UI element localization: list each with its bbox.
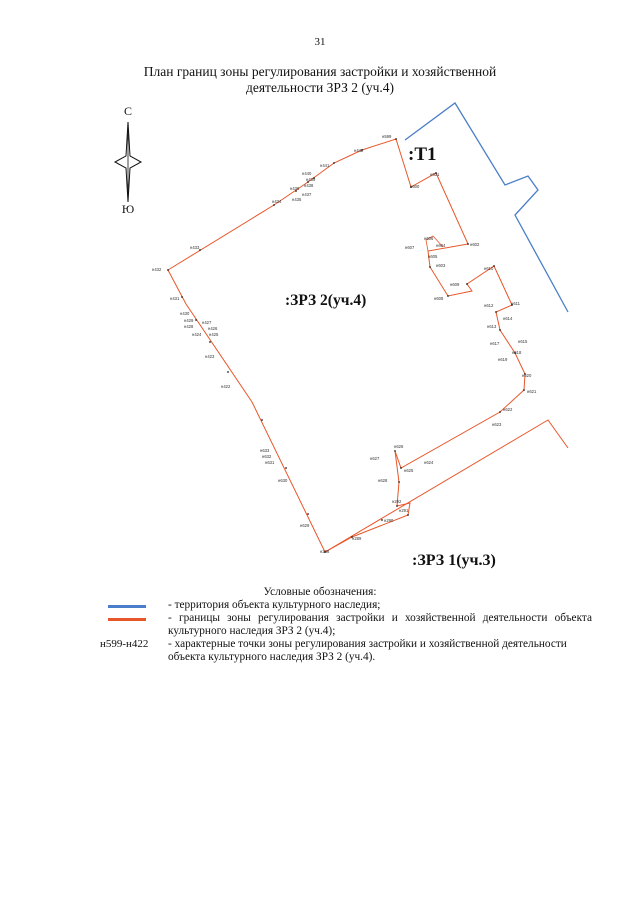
point-label: н617 xyxy=(490,341,500,346)
point-label: н599 xyxy=(382,134,392,139)
compass-south-label: Ю xyxy=(121,202,135,216)
point-label: н603 xyxy=(436,263,446,268)
point-label: н289 xyxy=(352,536,362,541)
point-label: н437 xyxy=(302,192,312,197)
legend-heritage-line-swatch xyxy=(108,605,146,608)
inner-boundary-spur xyxy=(425,235,444,252)
point-label: н615 xyxy=(518,339,528,344)
legend-title: Условные обозначения: xyxy=(263,586,377,598)
point-label: н442 xyxy=(354,148,364,153)
point-label: н600 xyxy=(410,184,420,189)
point-label: н608 xyxy=(434,296,444,301)
point-label: н622 xyxy=(503,407,513,412)
point-label: н606 xyxy=(424,236,434,241)
point-label: н439 xyxy=(306,177,316,182)
point-label: н633 xyxy=(260,448,270,453)
point-label: н292 xyxy=(392,499,402,504)
zrz1-boundary-line xyxy=(324,419,569,553)
point-label: н428 xyxy=(184,324,194,329)
legend-points-text: - характерные точки зоны регулирования з… xyxy=(168,638,567,663)
point-label: н435 xyxy=(292,197,302,202)
point-label: н291 xyxy=(399,508,409,513)
point-label: н602 xyxy=(470,242,480,247)
point-label: н621 xyxy=(527,389,537,394)
point-label: н629 xyxy=(300,523,310,528)
point-label: н436 xyxy=(290,186,300,191)
point-label: н431 xyxy=(170,296,180,301)
point-label: н620 xyxy=(522,373,532,378)
point-label: н626 xyxy=(394,444,404,449)
point-label: н628 xyxy=(378,478,388,483)
title-line-1: План границ зоны регулирования застройки… xyxy=(143,64,497,79)
legend-boundary-line-swatch xyxy=(108,618,146,621)
zone-label-zrz1: :ЗРЗ 1(уч.3) xyxy=(412,552,496,569)
point-label: н429 xyxy=(184,318,194,323)
point-label: н288 xyxy=(320,549,330,554)
point-label: н440 xyxy=(302,171,312,176)
point-label: н434 xyxy=(272,199,282,204)
point-label: н422 xyxy=(221,384,231,389)
point-label: н631 xyxy=(265,460,275,465)
point-label: н610 xyxy=(484,266,494,271)
point-label: н624 xyxy=(424,460,434,465)
heritage-boundary-line xyxy=(404,102,569,313)
legend-heritage-text: - территория объекта культурного наследи… xyxy=(168,599,381,611)
point-label: н425 xyxy=(209,332,219,337)
compass-north-label: С xyxy=(123,104,132,118)
point-label: н432 xyxy=(152,267,162,272)
point-label: н607 xyxy=(405,245,415,250)
point-label: н618 xyxy=(512,350,522,355)
point-label: н611 xyxy=(511,301,521,306)
point-label: н614 xyxy=(503,316,513,321)
page-title: План границ зоны регулирования застройки… xyxy=(120,64,520,96)
point-label: н612 xyxy=(484,303,494,308)
point-label: н625 xyxy=(404,468,414,473)
point-label: н438 xyxy=(304,183,314,188)
legend-points-code: н599-н422 xyxy=(100,638,149,650)
zone-label-t1: :Т1 xyxy=(408,144,437,165)
zrz2-boundary-line xyxy=(167,138,526,553)
point-label: н427 xyxy=(202,320,212,325)
point-label: н623 xyxy=(492,422,502,427)
point-label: н604 xyxy=(436,243,446,248)
point-label: н601 xyxy=(430,172,440,177)
point-label: н619 xyxy=(498,357,508,362)
point-label: н630 xyxy=(278,478,288,483)
point-label: н424 xyxy=(192,332,202,337)
point-label: н433 xyxy=(190,245,200,250)
point-label: н290 xyxy=(384,518,394,523)
point-label: н426 xyxy=(208,326,218,331)
point-label: н605 xyxy=(428,254,438,259)
compass-arrow-icon xyxy=(113,121,143,203)
legend-boundary-text: - границы зоны регулирования застройки и… xyxy=(168,612,592,637)
point-label: н441 xyxy=(320,163,330,168)
boundary-points xyxy=(167,138,526,553)
title-line-2: деятельности ЗРЗ 2 (уч.4) xyxy=(245,80,394,95)
point-label: н430 xyxy=(180,311,190,316)
point-label: н609 xyxy=(450,282,460,287)
point-label: н613 xyxy=(487,324,497,329)
point-label: н423 xyxy=(205,354,215,359)
zone-label-zrz2: :ЗРЗ 2(уч.4) xyxy=(285,292,366,309)
point-label: н627 xyxy=(370,456,380,461)
page-number: 31 xyxy=(314,36,326,48)
point-label: н632 xyxy=(262,454,272,459)
compass-rose: С Ю xyxy=(108,104,148,224)
boundary-map: н599 н442 н441 н440 н439 н438 н436 н437 … xyxy=(152,102,569,569)
